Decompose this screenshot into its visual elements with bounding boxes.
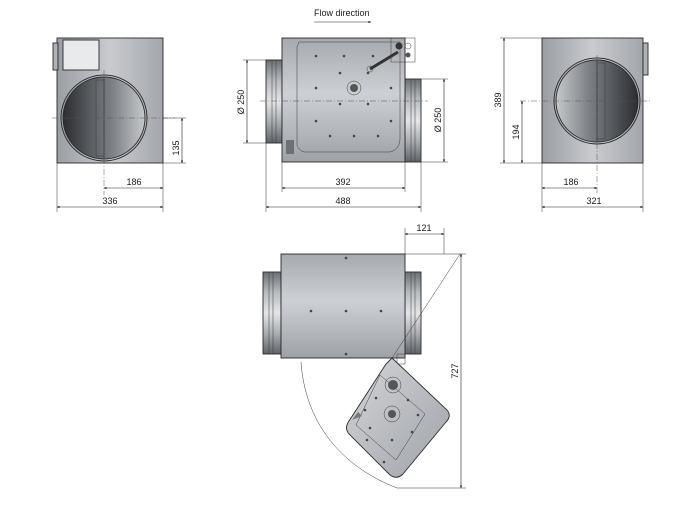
- side-view: Ø 250 Ø 250 392 488: [236, 37, 448, 212]
- rear-dim-center: 186: [563, 177, 578, 187]
- flow-direction-text: Flow direction: [314, 8, 370, 18]
- side-dim-total: 488: [335, 196, 350, 206]
- front-dim-width: 336: [102, 196, 117, 206]
- side-view-inlet-spigot: [265, 59, 283, 144]
- side-view-outlet-spigot: [404, 78, 422, 163]
- rear-dim-center-height: 194: [511, 124, 521, 139]
- side-view-brand-tag: [286, 140, 294, 154]
- bottom-view-housing: [280, 253, 406, 359]
- front-dim-center: 186: [126, 177, 141, 187]
- rear-dim-width: 321: [586, 196, 601, 206]
- bottom-view-open-door: [346, 357, 450, 478]
- side-dim-inlet: Ø 250: [236, 90, 246, 115]
- side-dim-body: 392: [335, 177, 350, 187]
- front-dim-height: 135: [171, 140, 181, 155]
- front-view-latch: [52, 42, 59, 71]
- side-view-hinge-center: [350, 84, 358, 92]
- flow-direction-label: Flow direction: [314, 8, 372, 24]
- side-view-service-door: [296, 41, 401, 153]
- front-view: 135 186 336: [52, 37, 186, 212]
- side-dim-outlet: Ø 250: [433, 108, 443, 133]
- bottom-view-swing-line: [391, 253, 461, 359]
- rear-view-latch: [642, 42, 649, 76]
- bottom-view-hinge: [396, 353, 406, 365]
- bottom-view-outlet-spigot: [404, 271, 422, 355]
- front-view-label-plate: [62, 39, 100, 71]
- bottom-dim-door: 121: [416, 223, 431, 233]
- bottom-view-inlet-spigot: [262, 271, 282, 355]
- bottom-view-swing-arc: [300, 361, 398, 489]
- side-view-lever: [369, 50, 399, 71]
- rear-dim-height: 389: [493, 92, 503, 107]
- rear-view: 389 194 186 321: [493, 37, 652, 212]
- bottom-view: 121 727: [262, 223, 466, 489]
- side-view-control-box: [390, 37, 416, 63]
- bottom-dim-swing: 727: [450, 363, 460, 378]
